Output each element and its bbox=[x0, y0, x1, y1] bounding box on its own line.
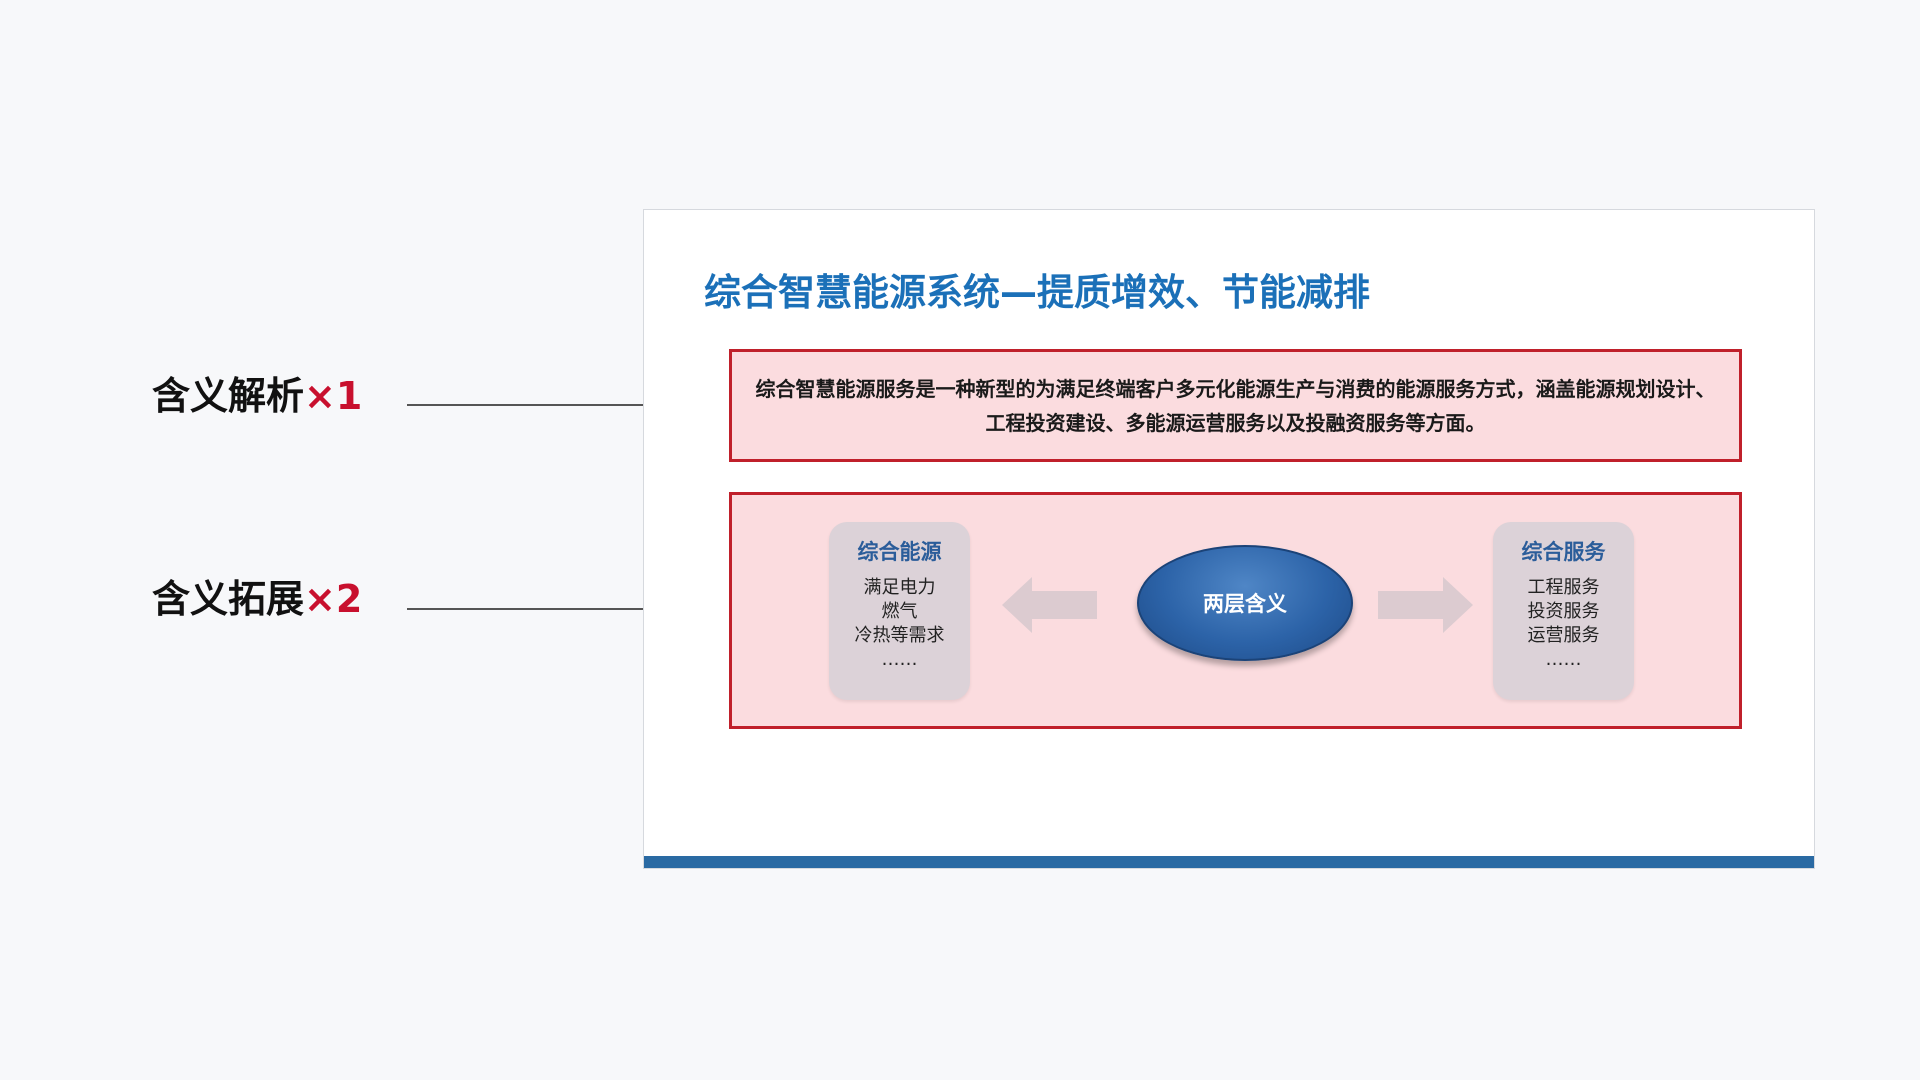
slide-title: 综合智慧能源系统—提质增效、节能减排 bbox=[704, 271, 1370, 314]
leader-line bbox=[407, 404, 718, 406]
card-title: 综合能源 bbox=[857, 540, 942, 564]
card-title: 综合服务 bbox=[1521, 540, 1606, 564]
card-item: …… bbox=[1545, 649, 1582, 670]
callout-meaning-expansion: 含义拓展×2 bbox=[152, 580, 362, 618]
card-item: 满足电力 bbox=[863, 577, 936, 598]
center-ellipse: 两层含义 bbox=[1137, 545, 1353, 661]
slide-thumbnail: 综合智慧能源系统—提质增效、节能减排 综合智慧能源服务是一种新型的为满足终端客户… bbox=[643, 209, 1815, 869]
card-item: 工程服务 bbox=[1527, 577, 1600, 598]
card-integrated-energy: 综合能源 满足电力 燃气 冷热等需求 …… bbox=[829, 522, 970, 700]
arrow-left-icon bbox=[1002, 577, 1097, 633]
center-label: 两层含义 bbox=[1203, 592, 1287, 616]
callout-label-text: 含义解析 bbox=[152, 374, 305, 418]
callout-label-text: 含义拓展 bbox=[152, 577, 305, 621]
card-item: 冷热等需求 bbox=[854, 625, 945, 646]
definition-text: 综合智慧能源服务是一种新型的为满足终端客户多元化能源生产与消费的能源服务方式，涵… bbox=[755, 376, 1716, 435]
card-items: 工程服务 投资服务 运营服务 …… bbox=[1493, 576, 1634, 672]
callout-multiplier: ×1 bbox=[304, 374, 363, 418]
card-integrated-service: 综合服务 工程服务 投资服务 运营服务 …… bbox=[1493, 522, 1634, 700]
meaning-box: 综合能源 满足电力 燃气 冷热等需求 …… 两层含义 综合服务 bbox=[729, 492, 1742, 729]
callout-meaning-analysis: 含义解析×1 bbox=[152, 377, 362, 415]
definition-box: 综合智慧能源服务是一种新型的为满足终端客户多元化能源生产与消费的能源服务方式，涵… bbox=[729, 349, 1742, 462]
card-items: 满足电力 燃气 冷热等需求 …… bbox=[829, 576, 970, 672]
slide-bottom-bar bbox=[644, 856, 1814, 868]
card-item: 运营服务 bbox=[1527, 625, 1600, 646]
card-item: …… bbox=[881, 649, 918, 670]
leader-line bbox=[407, 608, 718, 610]
callout-multiplier: ×2 bbox=[304, 577, 363, 621]
card-item: 投资服务 bbox=[1527, 601, 1600, 622]
arrow-right-icon bbox=[1378, 577, 1473, 633]
card-item: 燃气 bbox=[881, 601, 918, 622]
